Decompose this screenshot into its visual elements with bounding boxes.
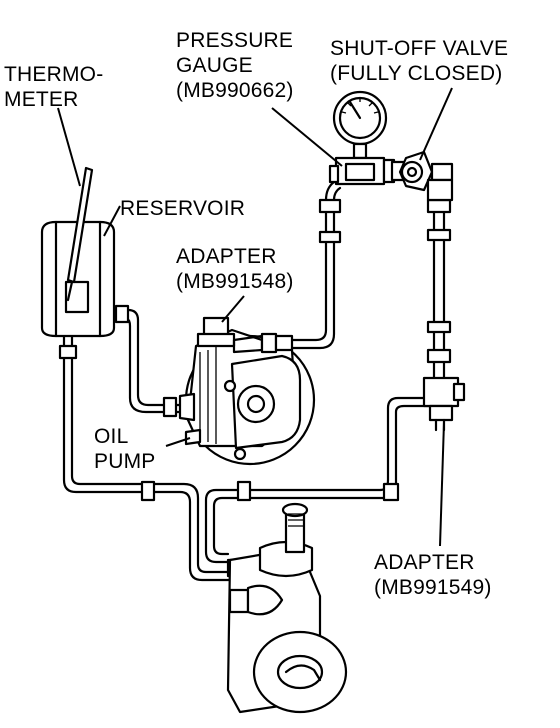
lower-adapter: [422, 376, 466, 432]
pressure-gauge: [328, 90, 396, 186]
label-pressure-gauge: PRESSURE GAUGE (MB990662): [176, 29, 294, 102]
hose-fittings: [58, 198, 452, 578]
thermometer: [66, 166, 94, 302]
label-adapter-bottom: ADAPTER (MB991549): [374, 551, 492, 599]
oil-pump: [178, 316, 316, 466]
shutoff-valve: [390, 150, 454, 202]
label-oil-pump: OIL PUMP: [94, 425, 156, 473]
steering-gear: [226, 502, 348, 714]
label-reservoir: RESERVOIR: [120, 197, 246, 220]
reservoir: [40, 220, 116, 338]
label-thermometer: THERMO- METER: [4, 63, 104, 111]
leader-lines: [57, 87, 453, 547]
label-adapter-top: ADAPTER (MB991548): [176, 245, 294, 293]
label-shutoff-valve: SHUT-OFF VALVE (FULLY CLOSED): [330, 37, 509, 85]
